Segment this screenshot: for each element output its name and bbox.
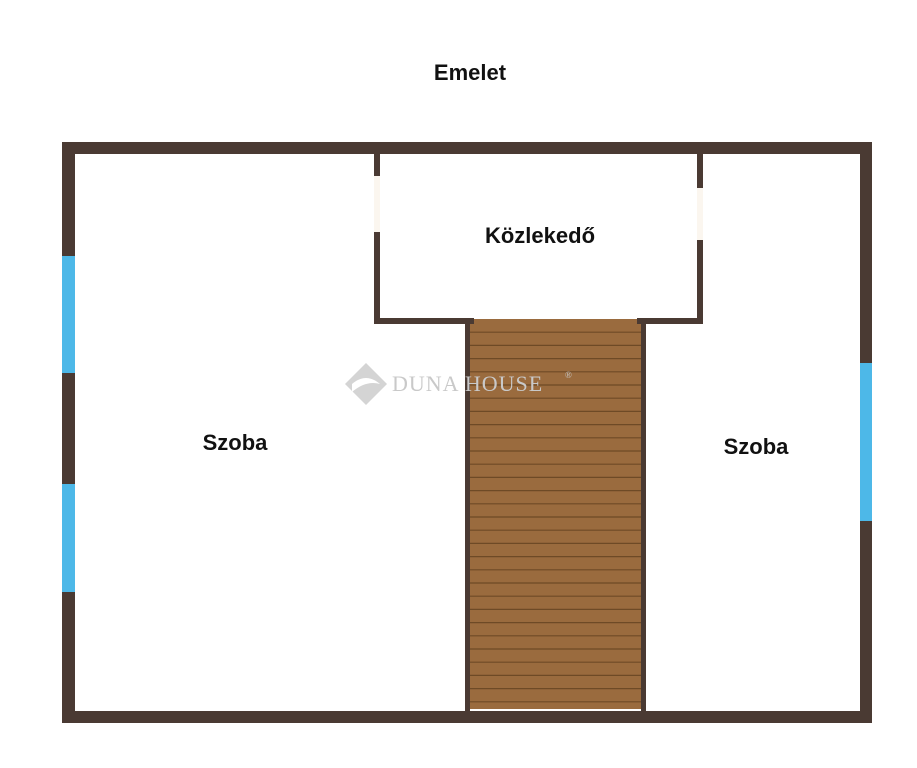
room-label-right: Szoba: [724, 434, 790, 459]
windows: [62, 256, 872, 592]
wall-left: [62, 142, 75, 723]
wall-hall-left: [374, 152, 380, 324]
staircase: [468, 319, 643, 711]
watermark: DUNA HOUSE ®: [345, 363, 573, 405]
window-left-upper: [62, 256, 75, 373]
window-right: [860, 363, 872, 521]
room-label-hall: Közlekedő: [485, 223, 595, 248]
wall-hall-bottom-right: [637, 318, 703, 324]
window-left-lower: [62, 484, 75, 592]
watermark-registered-mark: ®: [565, 370, 573, 380]
wall-stair-left: [465, 318, 470, 713]
door-opening-left: [374, 176, 380, 232]
watermark-text: DUNA HOUSE: [392, 371, 543, 396]
staircase-treads: [470, 331, 641, 703]
door-opening-right: [697, 188, 703, 240]
diamond-logo-icon: [345, 363, 387, 405]
wall-bottom: [62, 711, 872, 723]
door-openings: [374, 176, 703, 240]
wall-top: [62, 142, 872, 154]
plan-title: Emelet: [434, 60, 507, 85]
room-label-left: Szoba: [203, 430, 269, 455]
staircase-fill: [468, 319, 643, 711]
wall-stair-right: [641, 318, 646, 713]
wall-hall-bottom-left: [374, 318, 474, 324]
